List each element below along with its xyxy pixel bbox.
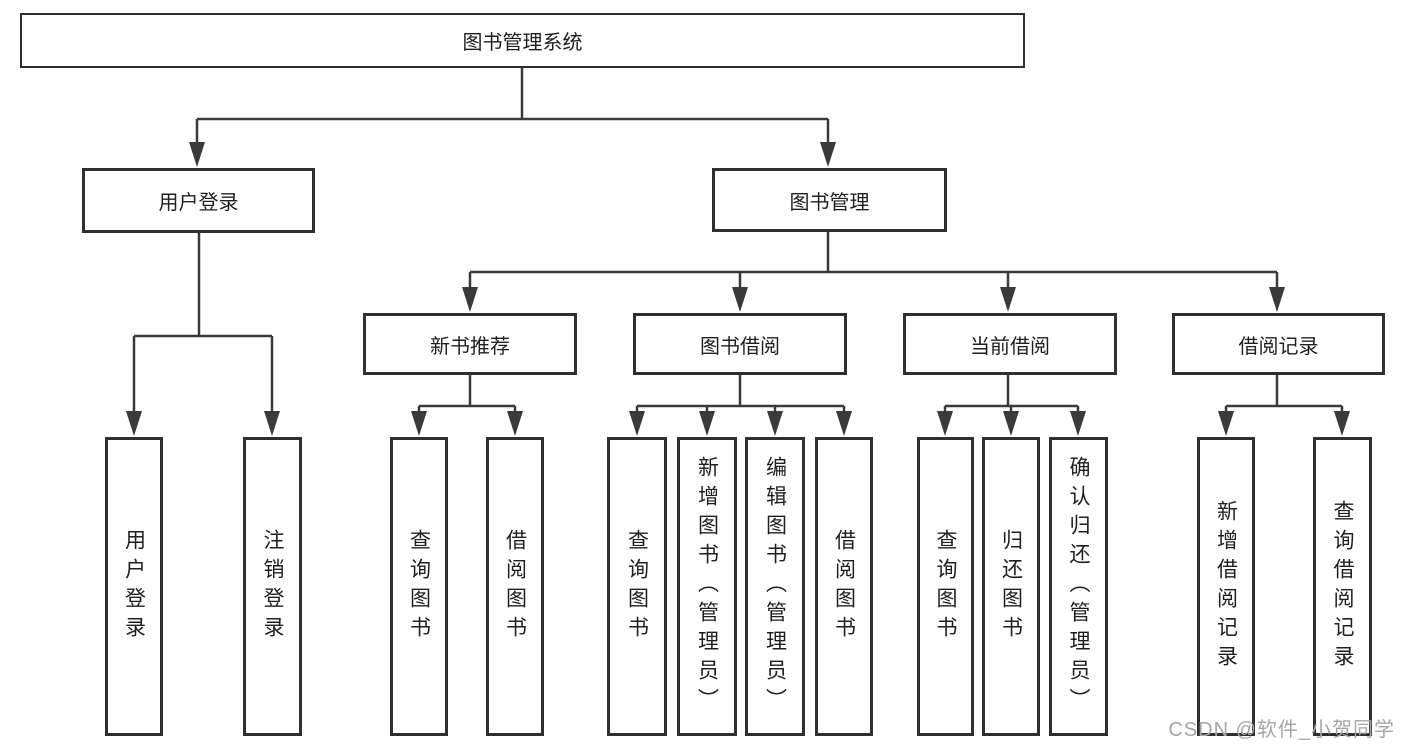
leaf-return-books: 归还图书 — [982, 437, 1040, 736]
node-user-login-label: 用户登录 — [158, 192, 239, 214]
node-current-borrow: 当前借阅 — [903, 313, 1117, 375]
leaf-query-borrow-record-label: 查询借阅记录 — [1331, 499, 1354, 674]
leaf-borrow-books: 借阅图书 — [815, 437, 873, 736]
leaf-confirm-return-admin-label: 确认归还（管理员） — [1067, 456, 1090, 717]
leaf-logout-label: 注销登录 — [261, 528, 284, 645]
arrowhead-icon — [1003, 411, 1019, 436]
leaf-edit-books-admin-label: 编辑图书（管理员） — [763, 456, 787, 717]
node-user-login: 用户登录 — [82, 168, 315, 233]
arrowhead-icon — [937, 411, 953, 436]
arrowhead-icon — [836, 411, 852, 436]
leaf-borrow-books-recommend-label: 借阅图书 — [503, 528, 527, 645]
arrowhead-icon — [629, 411, 645, 436]
node-borrow-records-label: 借阅记录 — [1238, 335, 1319, 358]
arrowhead-icon — [126, 411, 142, 436]
leaf-edit-books-admin: 编辑图书（管理员） — [745, 437, 805, 736]
leaf-query-borrow-record: 查询借阅记录 — [1313, 437, 1372, 736]
leaf-query-books-borrow: 查询图书 — [607, 437, 667, 736]
leaf-add-books-admin-label: 新增图书（管理员） — [695, 456, 719, 717]
arrowhead-icon — [699, 411, 715, 436]
leaf-query-books-current: 查询图书 — [917, 437, 974, 736]
leaf-add-borrow-record-label: 新增借阅记录 — [1214, 499, 1238, 674]
leaf-user-login: 用户登录 — [105, 437, 163, 736]
node-book-borrow-label: 图书借阅 — [700, 335, 780, 358]
arrowhead-icon — [732, 287, 748, 312]
arrowhead-icon — [411, 411, 427, 436]
leaf-query-books-recommend: 查询图书 — [390, 437, 448, 736]
arrowhead-icon — [820, 142, 836, 167]
leaf-return-books-label: 归还图书 — [999, 528, 1023, 645]
leaf-logout: 注销登录 — [243, 437, 302, 736]
node-book-management: 图书管理 — [712, 168, 947, 232]
arrowhead-icon — [1218, 411, 1234, 436]
connector-new-book-recommend-children — [411, 375, 523, 436]
arrowhead-icon — [189, 142, 205, 167]
node-book-borrow: 图书借阅 — [633, 313, 847, 375]
watermark: CSDN @软件_小贺同学 — [1168, 719, 1395, 741]
connector-root-to-level2 — [189, 68, 836, 167]
leaf-query-books-borrow-label: 查询图书 — [625, 528, 649, 645]
connector-book-borrow-children — [629, 375, 852, 436]
arrowhead-icon — [1070, 411, 1086, 436]
node-new-book-recommend-label: 新书推荐 — [430, 335, 510, 358]
node-book-management-label: 图书管理 — [789, 191, 870, 214]
connector-borrow-records-children — [1218, 375, 1350, 436]
arrowhead-icon — [462, 287, 478, 312]
connector-user-login-children — [126, 233, 280, 436]
arrowhead-icon — [1269, 287, 1285, 312]
leaf-confirm-return-admin: 确认归还（管理员） — [1049, 437, 1108, 736]
leaf-add-borrow-record: 新增借阅记录 — [1197, 437, 1255, 736]
connector-book-management-children — [462, 232, 1285, 312]
leaf-borrow-books-recommend: 借阅图书 — [486, 437, 544, 736]
connector-current-borrow-children — [937, 375, 1086, 436]
node-library-system: 图书管理系统 — [20, 13, 1025, 68]
leaf-borrow-books-label: 借阅图书 — [832, 528, 856, 645]
arrowhead-icon — [264, 411, 280, 436]
leaf-add-books-admin: 新增图书（管理员） — [677, 437, 737, 736]
arrowhead-icon — [767, 411, 783, 436]
arrowhead-icon — [507, 411, 523, 436]
leaf-query-books-current-label: 查询图书 — [934, 528, 957, 645]
node-new-book-recommend: 新书推荐 — [363, 313, 577, 375]
node-borrow-records: 借阅记录 — [1172, 313, 1385, 375]
arrowhead-icon — [1334, 411, 1350, 436]
node-library-system-label: 图书管理系统 — [462, 32, 583, 54]
node-current-borrow-label: 当前借阅 — [970, 335, 1050, 358]
leaf-user-login-label: 用户登录 — [122, 528, 146, 645]
leaf-query-books-recommend-label: 查询图书 — [407, 528, 431, 645]
arrowhead-icon — [1000, 287, 1016, 312]
